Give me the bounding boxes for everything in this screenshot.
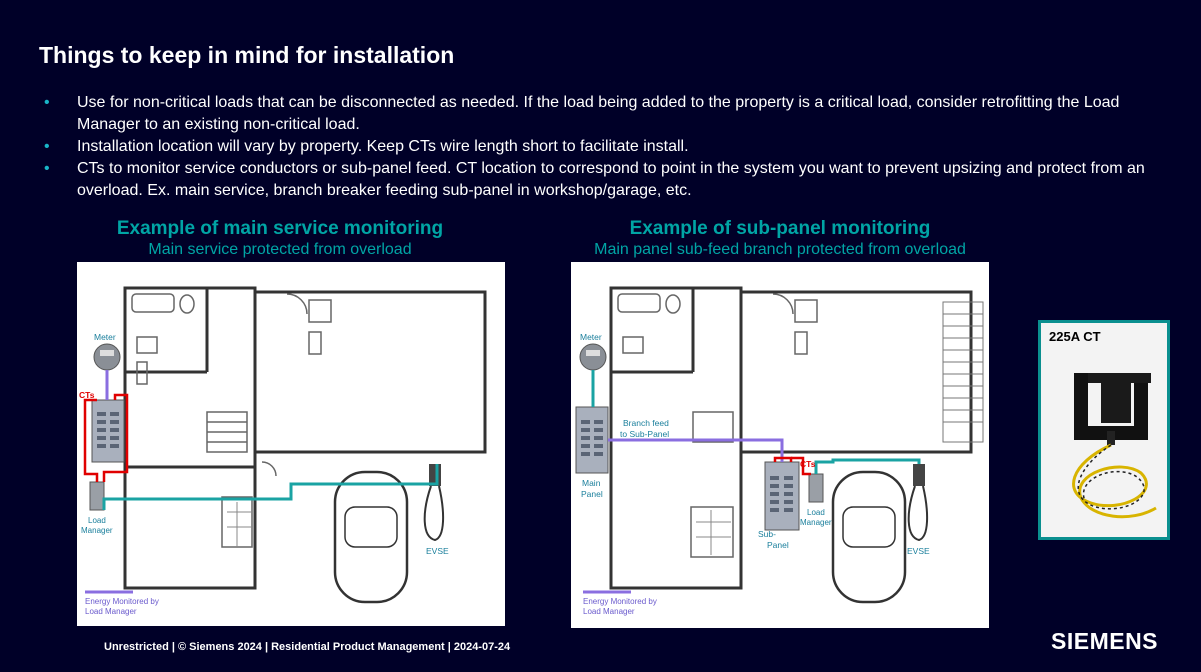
bullet-item: Use for non-critical loads that can be d… (44, 92, 1164, 136)
cts-label: CTs (79, 390, 95, 400)
evse-label: EVSE (907, 546, 930, 556)
floor-plan-drawing: Meter CTs Load Manager EVSE Energy Monit… (79, 286, 487, 616)
car-icon (333, 470, 409, 604)
bullet-item: CTs to monitor service conductors or sub… (44, 158, 1164, 202)
ct-photo-label: 225A CT (1049, 329, 1101, 344)
load-manager-icon (808, 473, 824, 503)
bullet-list: Use for non-critical loads that can be d… (44, 92, 1164, 202)
main-panel-icon (91, 399, 125, 463)
load-manager-label-2: Manager (800, 518, 832, 527)
legend-label-1: Energy Monitored by (583, 597, 657, 606)
meter-icon (579, 343, 607, 371)
main-panel-label-1: Main (582, 478, 601, 488)
meter-label: Meter (580, 332, 602, 342)
legend-label-2: Load Manager (85, 607, 137, 616)
car-icon (831, 470, 907, 604)
sub-panel-label-2: Panel (767, 540, 789, 550)
legend-label-2: Load Manager (583, 607, 635, 616)
main-panel-icon (575, 406, 609, 474)
legend-label-1: Energy Monitored by (85, 597, 159, 606)
bullet-item: Installation location will vary by prope… (44, 136, 1164, 158)
load-manager-label-2: Manager (81, 526, 113, 535)
load-manager-icon (89, 481, 105, 511)
left-example-caption: Example of main service monitoring Main … (78, 218, 482, 260)
left-example-subheading: Main service protected from overload (148, 241, 412, 258)
branch-feed-label-2: to Sub-Panel (620, 429, 669, 439)
cts-label: CTs (800, 459, 816, 469)
footer: Unrestricted | © Siemens 2024 | Resident… (104, 641, 511, 653)
right-example-caption: Example of sub-panel monitoring Main pan… (560, 218, 1000, 260)
meter-label: Meter (94, 332, 116, 342)
main-service-floor-plan: Meter CTs Load Manager EVSE Energy Monit… (77, 262, 505, 626)
slide-title: Things to keep in mind for installation (39, 42, 455, 68)
left-example-heading: Example of main service monitoring (116, 218, 444, 239)
current-transformer-icon (1072, 373, 1157, 519)
floor-plan-drawing: Meter Branch feed to Sub-Panel Main Pane… (575, 286, 984, 616)
right-example-subheading: Main panel sub-feed branch protected fro… (594, 241, 966, 258)
evse-charger-icon (913, 464, 925, 486)
right-example-heading: Example of sub-panel monitoring (629, 218, 931, 239)
sub-panel-label-1: Sub- (758, 529, 776, 539)
load-manager-label-1: Load (88, 516, 106, 525)
siemens-logo: SIEMENS (1051, 628, 1159, 654)
ct-photo: 225A CT (1038, 320, 1170, 540)
meter-icon (93, 343, 121, 371)
branch-feed-label-1: Branch feed (623, 418, 669, 428)
sub-panel-floor-plan: Meter Branch feed to Sub-Panel Main Pane… (571, 262, 989, 628)
load-manager-label-1: Load (807, 508, 825, 517)
main-panel-label-2: Panel (581, 489, 603, 499)
evse-label: EVSE (426, 546, 449, 556)
